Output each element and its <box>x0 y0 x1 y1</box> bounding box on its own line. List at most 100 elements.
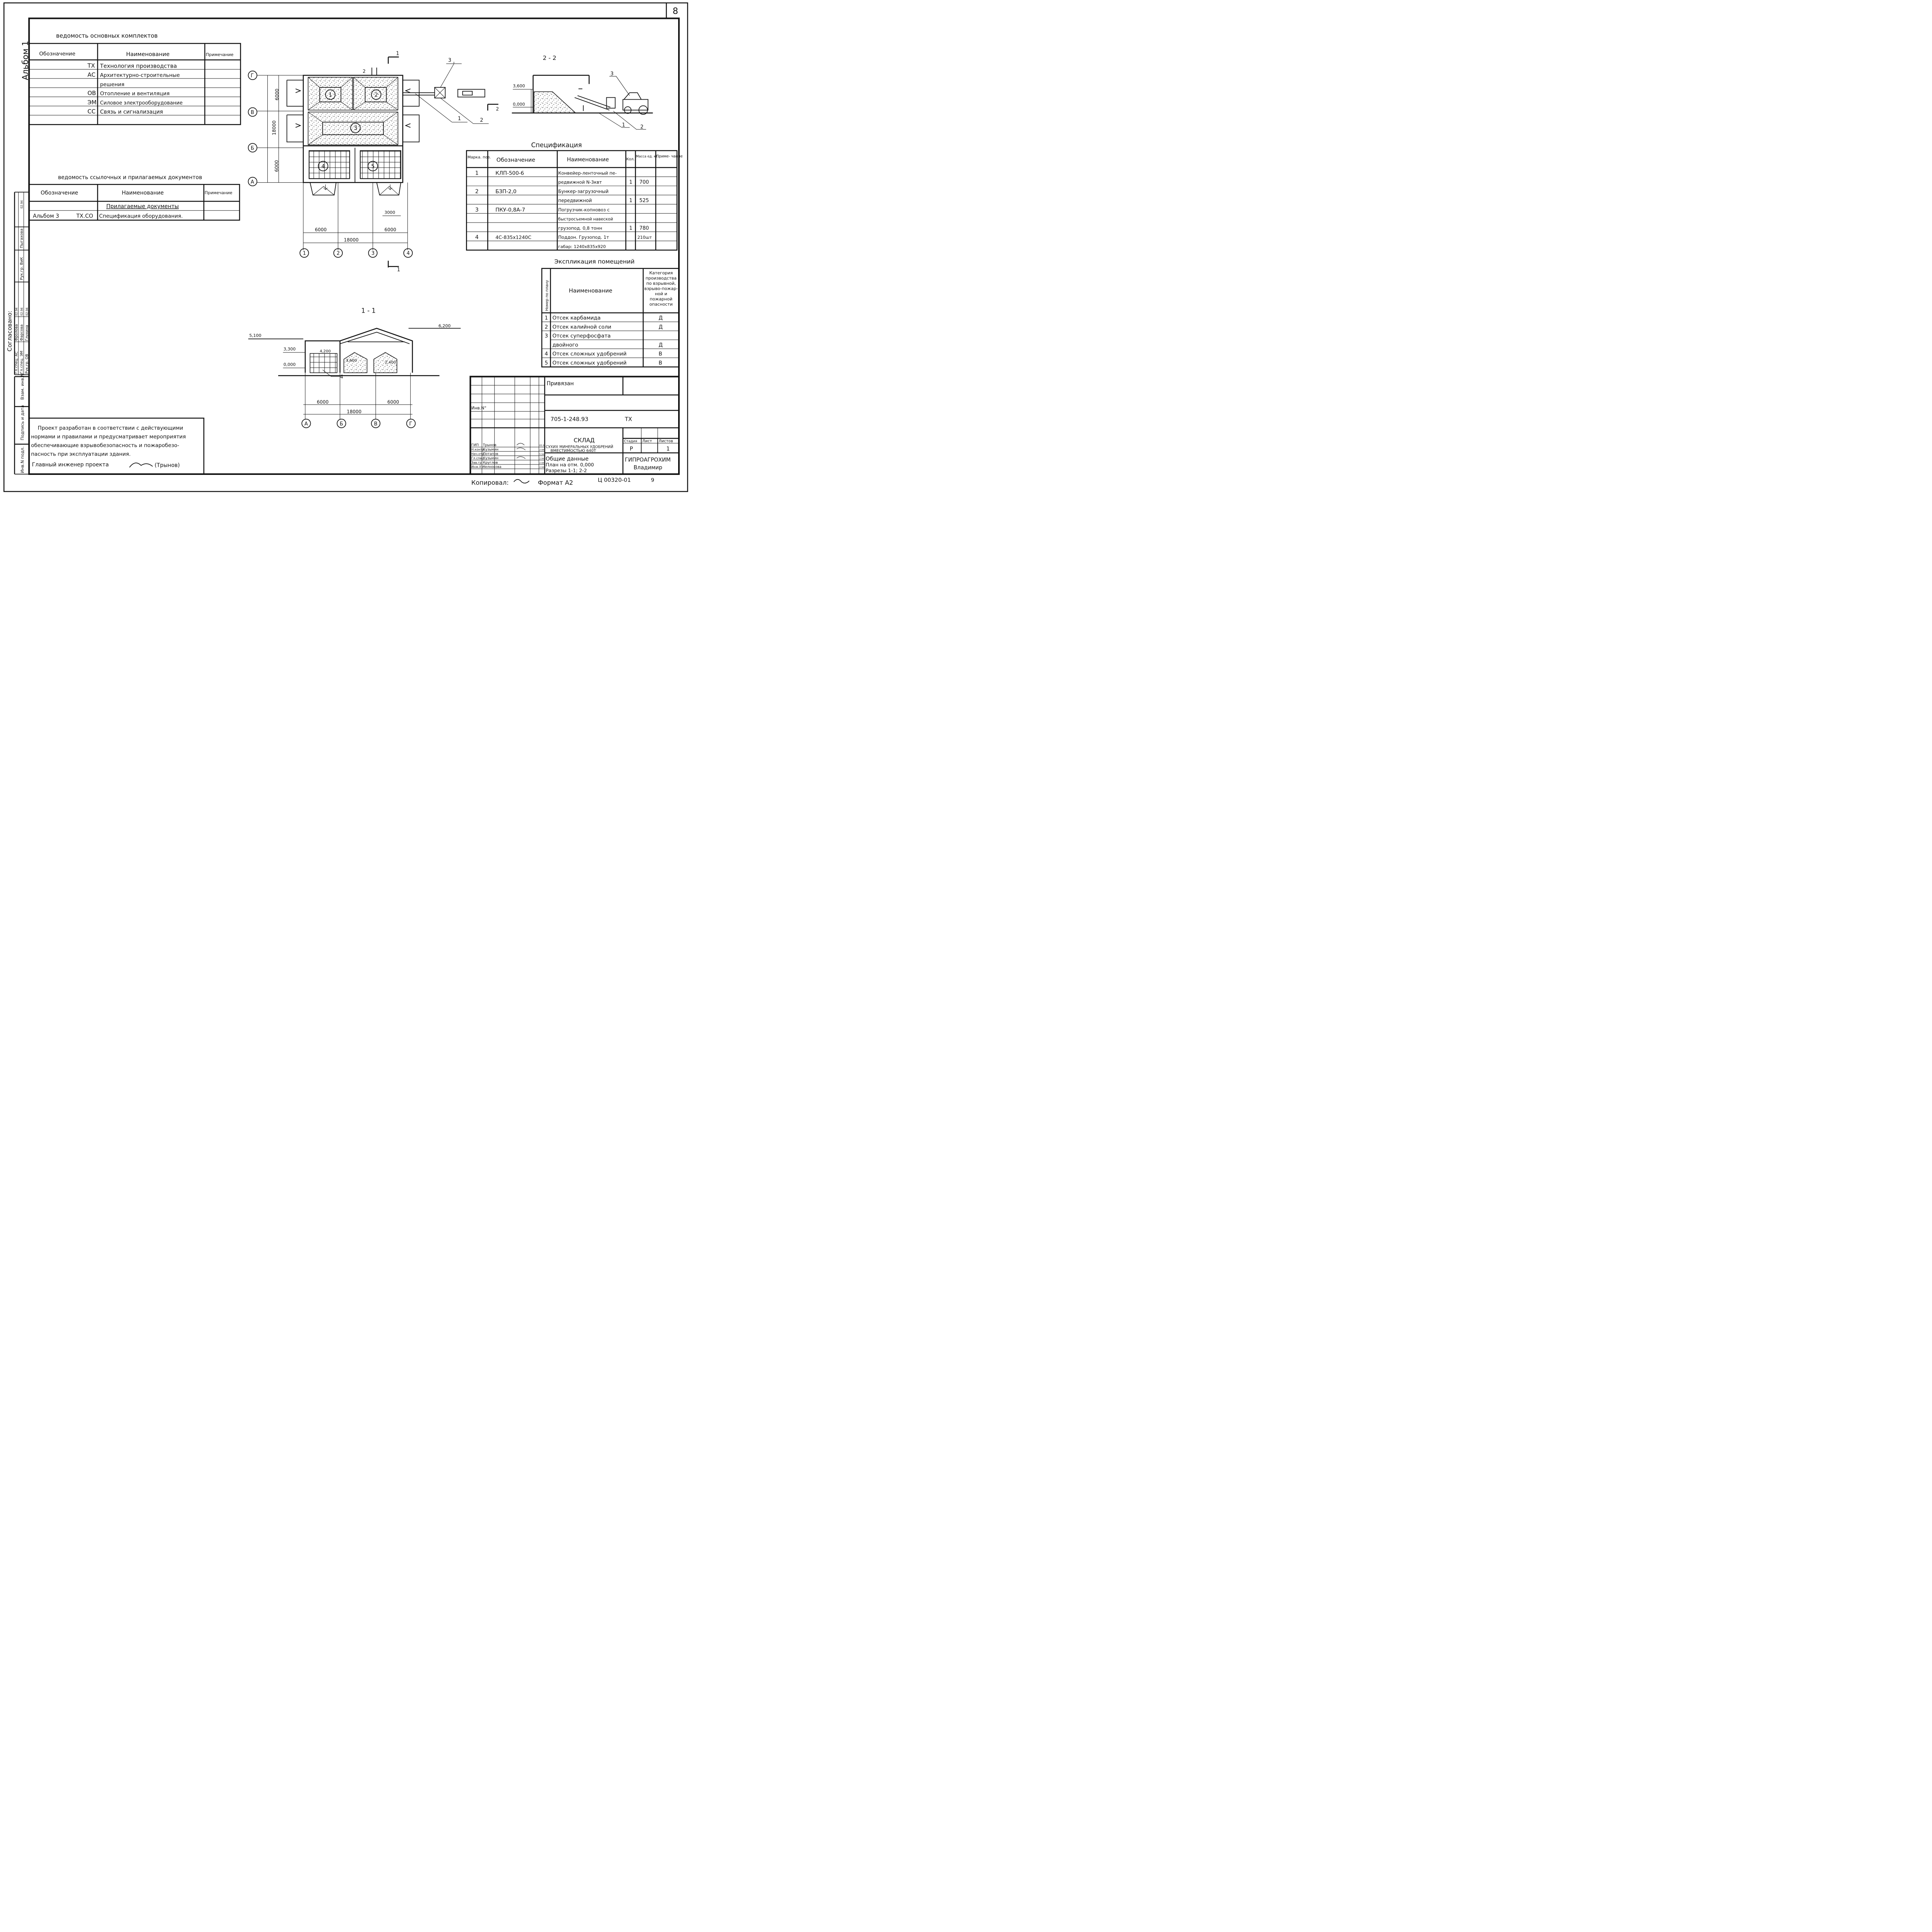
drawing-text: 3,300 <box>284 347 296 352</box>
spec-table: Спецификация Марка. поз. Обозначение Наи… <box>466 141 683 251</box>
drawing-text: Владимир <box>634 465 662 471</box>
drawing-text: 2 <box>545 324 548 330</box>
drawing-text: Привязан <box>547 381 574 387</box>
album-label: Альбом 1 <box>21 41 30 80</box>
drawing-text: грузопод. 0,8 тонн <box>558 225 602 231</box>
drawing-text: Потапов <box>483 452 498 456</box>
drawing-text: ведомость ссылочных и прилагаемых докуме… <box>58 175 202 181</box>
drawing-text: Трынов <box>483 444 497 447</box>
drawing-text: 2 <box>475 189 479 195</box>
drawing-text: Г <box>251 73 254 79</box>
drawing-text: 0,000 <box>513 102 525 107</box>
drawing-text: 780 <box>639 225 649 231</box>
drawing-text: ОВ <box>87 90 96 97</box>
drawing-text: пасность при эксплуатации здания. <box>31 451 131 457</box>
drawing-sheet: 8 Альбом 1 Взам. инв.N Подпись и дата Ин… <box>3 2 688 492</box>
drawing-text: 6000 <box>384 227 396 233</box>
drawing-text: Копировал: <box>471 479 509 486</box>
drawing-text: Приме- чание <box>656 154 683 158</box>
approvals-block: Согласовано: Гл.спец. АС Фролова 02.94 Г… <box>6 192 29 375</box>
drawing-text: Кузьмин <box>483 448 498 452</box>
drawing-text: 3 <box>448 58 451 63</box>
drawing-text: 1 <box>545 315 548 321</box>
drawing-text: СУХИХ МИНЕРАЛЬНЫХ УДОБРЕНИЙ <box>546 445 613 449</box>
explication-category-header: Категория производства по взрывной, взры… <box>644 270 678 307</box>
drawing-text: Номер по плану <box>545 280 549 311</box>
drawing-text: 3 <box>371 251 374 257</box>
drawing-text: передвижной <box>558 198 592 203</box>
drawing-text: 3 <box>545 333 548 339</box>
drawing-text: 6,200 <box>439 323 451 328</box>
drawing-text: Д <box>659 324 663 330</box>
drawing-text: А <box>251 179 254 185</box>
drawing-text: (Трынов) <box>155 462 180 468</box>
drawing-text: Челнокова <box>483 465 502 469</box>
main-sets-table: ведомость основных комплектов Обозначени… <box>28 32 241 125</box>
footer: Копировал: Формат А2 Ц 00320-01 9 <box>471 477 654 486</box>
drawing-text: Поддон. Грузопод. 1т <box>558 235 609 240</box>
drawing-text: 6000 <box>317 400 329 405</box>
drawing-text: быстросъемной навеской <box>558 217 613 222</box>
drawing-text: Нач.отд. <box>471 452 485 456</box>
floor-plan: Г В Б А 6000 18000 6000 6000 6000 18000 … <box>248 51 499 273</box>
drawing-text: 2 <box>374 92 378 98</box>
drawing-text: Рук.гр. ВиК <box>20 257 24 280</box>
drawing-text: Отсек карбамида <box>553 315 601 321</box>
drawing-text: ПКУ-0,8А-7 <box>495 207 525 213</box>
drawing-text: нормами и правилами и предусматривает ме… <box>31 434 186 440</box>
drawing-text: КЛП-500-6 <box>495 170 524 176</box>
drawing-text: 02.94 <box>26 308 29 316</box>
drawing-text: Фарсова <box>20 325 24 341</box>
drawing-text: Проект разработан в соответствии с дейст… <box>38 425 183 431</box>
drawing-text: 6000 <box>274 160 279 172</box>
drawing-text: Наименование <box>569 288 612 294</box>
drawing-text: редвижной N-3квт <box>558 180 602 185</box>
drawing-text: 3,600 <box>346 359 357 363</box>
drawing-text: 18000 <box>347 409 361 415</box>
drawing-text: Д <box>659 315 663 321</box>
drawing-text: ТХ <box>87 62 95 69</box>
drawing-text: АС <box>87 71 95 78</box>
drawing-text: 5,100 <box>249 333 261 338</box>
drawing-text: 4 <box>475 235 479 241</box>
drawing-text: Обозначение <box>41 190 78 196</box>
drawing-text: Инв.N° <box>471 406 486 411</box>
drawing-text: 700 <box>639 180 649 185</box>
drawing-text: 1 <box>629 198 632 204</box>
drawing-text: 3 <box>475 207 479 213</box>
explication-table: Экспликация помещений Номер по плану Наи… <box>541 258 680 367</box>
drawing-text: Марка. поз. <box>468 155 491 160</box>
drawing-text: Н.контр. <box>471 448 485 451</box>
drawing-text: Кол. <box>626 157 635 162</box>
drawing-text: 5 <box>371 163 375 170</box>
staff-signatures <box>516 443 526 459</box>
drawing-text: Технология производства <box>100 63 177 69</box>
drawing-text: 1 <box>629 225 632 231</box>
sheet-number: 8 <box>673 6 678 16</box>
drawing-text: Гл.спец. АС <box>15 351 19 374</box>
drawing-text: 2,400 <box>385 361 396 365</box>
ref-docs-table: ведомость ссылочных и прилагаемых докуме… <box>28 175 240 221</box>
drawing-text: 18000 <box>272 121 277 135</box>
drawing-text: 4 <box>340 374 343 380</box>
drawing-text: 6000 <box>387 400 399 405</box>
drawing-text: Разрезы 1-1; 2-2 <box>546 468 587 473</box>
drawing-text: ГИПРОАГРОХИМ <box>625 457 671 463</box>
drawing-text: Обозначение <box>497 157 536 163</box>
drawing-text: Б <box>340 421 343 427</box>
drawing-text: 9 <box>651 477 655 483</box>
drawing-text: 1 <box>458 116 461 122</box>
drawing-text: Отопление и вентиляция <box>100 91 170 97</box>
drawing-text: Листов <box>659 439 673 444</box>
drawing-text: СС <box>87 108 95 115</box>
drawing-text: В <box>251 110 254 116</box>
drawing-text: 3 <box>354 125 357 131</box>
drawing-text: обеспечивающие взрывобезопасность и пожа… <box>31 442 179 449</box>
drawing-text: 5 <box>545 360 548 366</box>
drawing-text: 1 - 1 <box>361 307 376 315</box>
drawing-text: Зав.гр. <box>471 461 483 464</box>
drawing-text: Бункер-загрузочный <box>558 189 609 194</box>
drawing-text: Фролова <box>15 324 19 341</box>
plan-axes: Г В Б А 6000 18000 6000 6000 6000 18000 … <box>248 70 413 258</box>
drawing-text: ГИП <box>471 444 479 447</box>
